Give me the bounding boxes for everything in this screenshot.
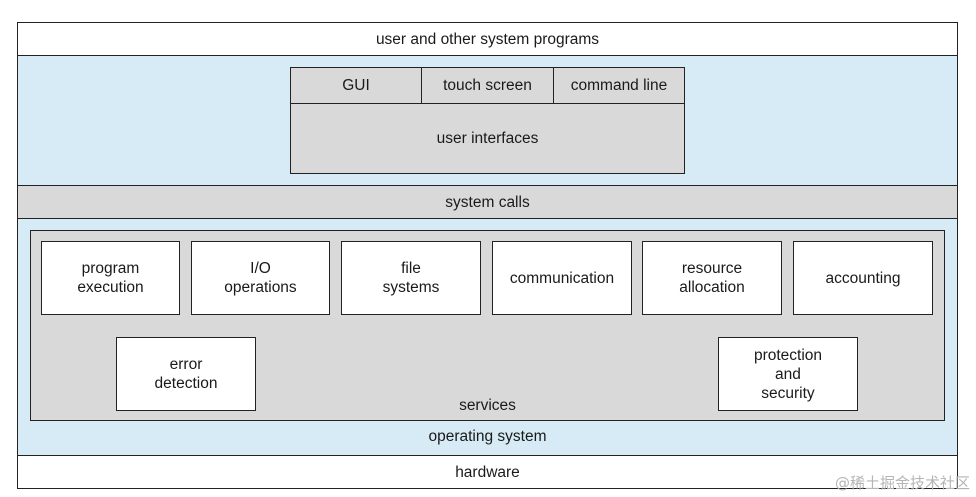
operating-system-label: operating system: [428, 428, 547, 445]
io-operations-label: I/O operations: [224, 260, 297, 296]
resource-allocation-box: resource allocation: [642, 241, 782, 315]
accounting-label: accounting: [825, 269, 901, 287]
user-programs-layer: user and other system programs: [17, 22, 958, 56]
system-calls-layer: system calls: [17, 185, 958, 219]
program-execution-label: program execution: [77, 260, 144, 296]
communication-box: communication: [492, 241, 632, 315]
resource-allocation-label: resource allocation: [679, 260, 745, 296]
file-systems-label: file systems: [382, 260, 440, 296]
system-calls-label: system calls: [445, 193, 530, 211]
file-systems-box: file systems: [341, 241, 481, 315]
touch-screen-label: touch screen: [443, 77, 532, 94]
program-execution-box: program execution: [41, 241, 180, 315]
hardware-layer: hardware: [17, 455, 958, 489]
services-label: services: [459, 397, 516, 414]
user-programs-label: user and other system programs: [375, 30, 600, 48]
protection-security-box: protection and security: [718, 337, 858, 411]
communication-label: communication: [509, 269, 615, 287]
io-operations-box: I/O operations: [191, 241, 330, 315]
user-interfaces-label: user interfaces: [436, 130, 539, 147]
touch-screen-box: touch screen: [421, 67, 554, 104]
hardware-label: hardware: [455, 463, 520, 481]
command-line-label: command line: [570, 77, 668, 94]
accounting-box: accounting: [793, 241, 933, 315]
gui-box: GUI: [290, 67, 422, 104]
command-line-box: command line: [553, 67, 685, 104]
gui-label: GUI: [342, 77, 370, 94]
error-detection-label: error detection: [154, 356, 218, 392]
protection-security-label: protection and security: [753, 346, 823, 402]
error-detection-box: error detection: [116, 337, 256, 411]
watermark-text: @稀土掘金技术社区: [834, 474, 970, 492]
